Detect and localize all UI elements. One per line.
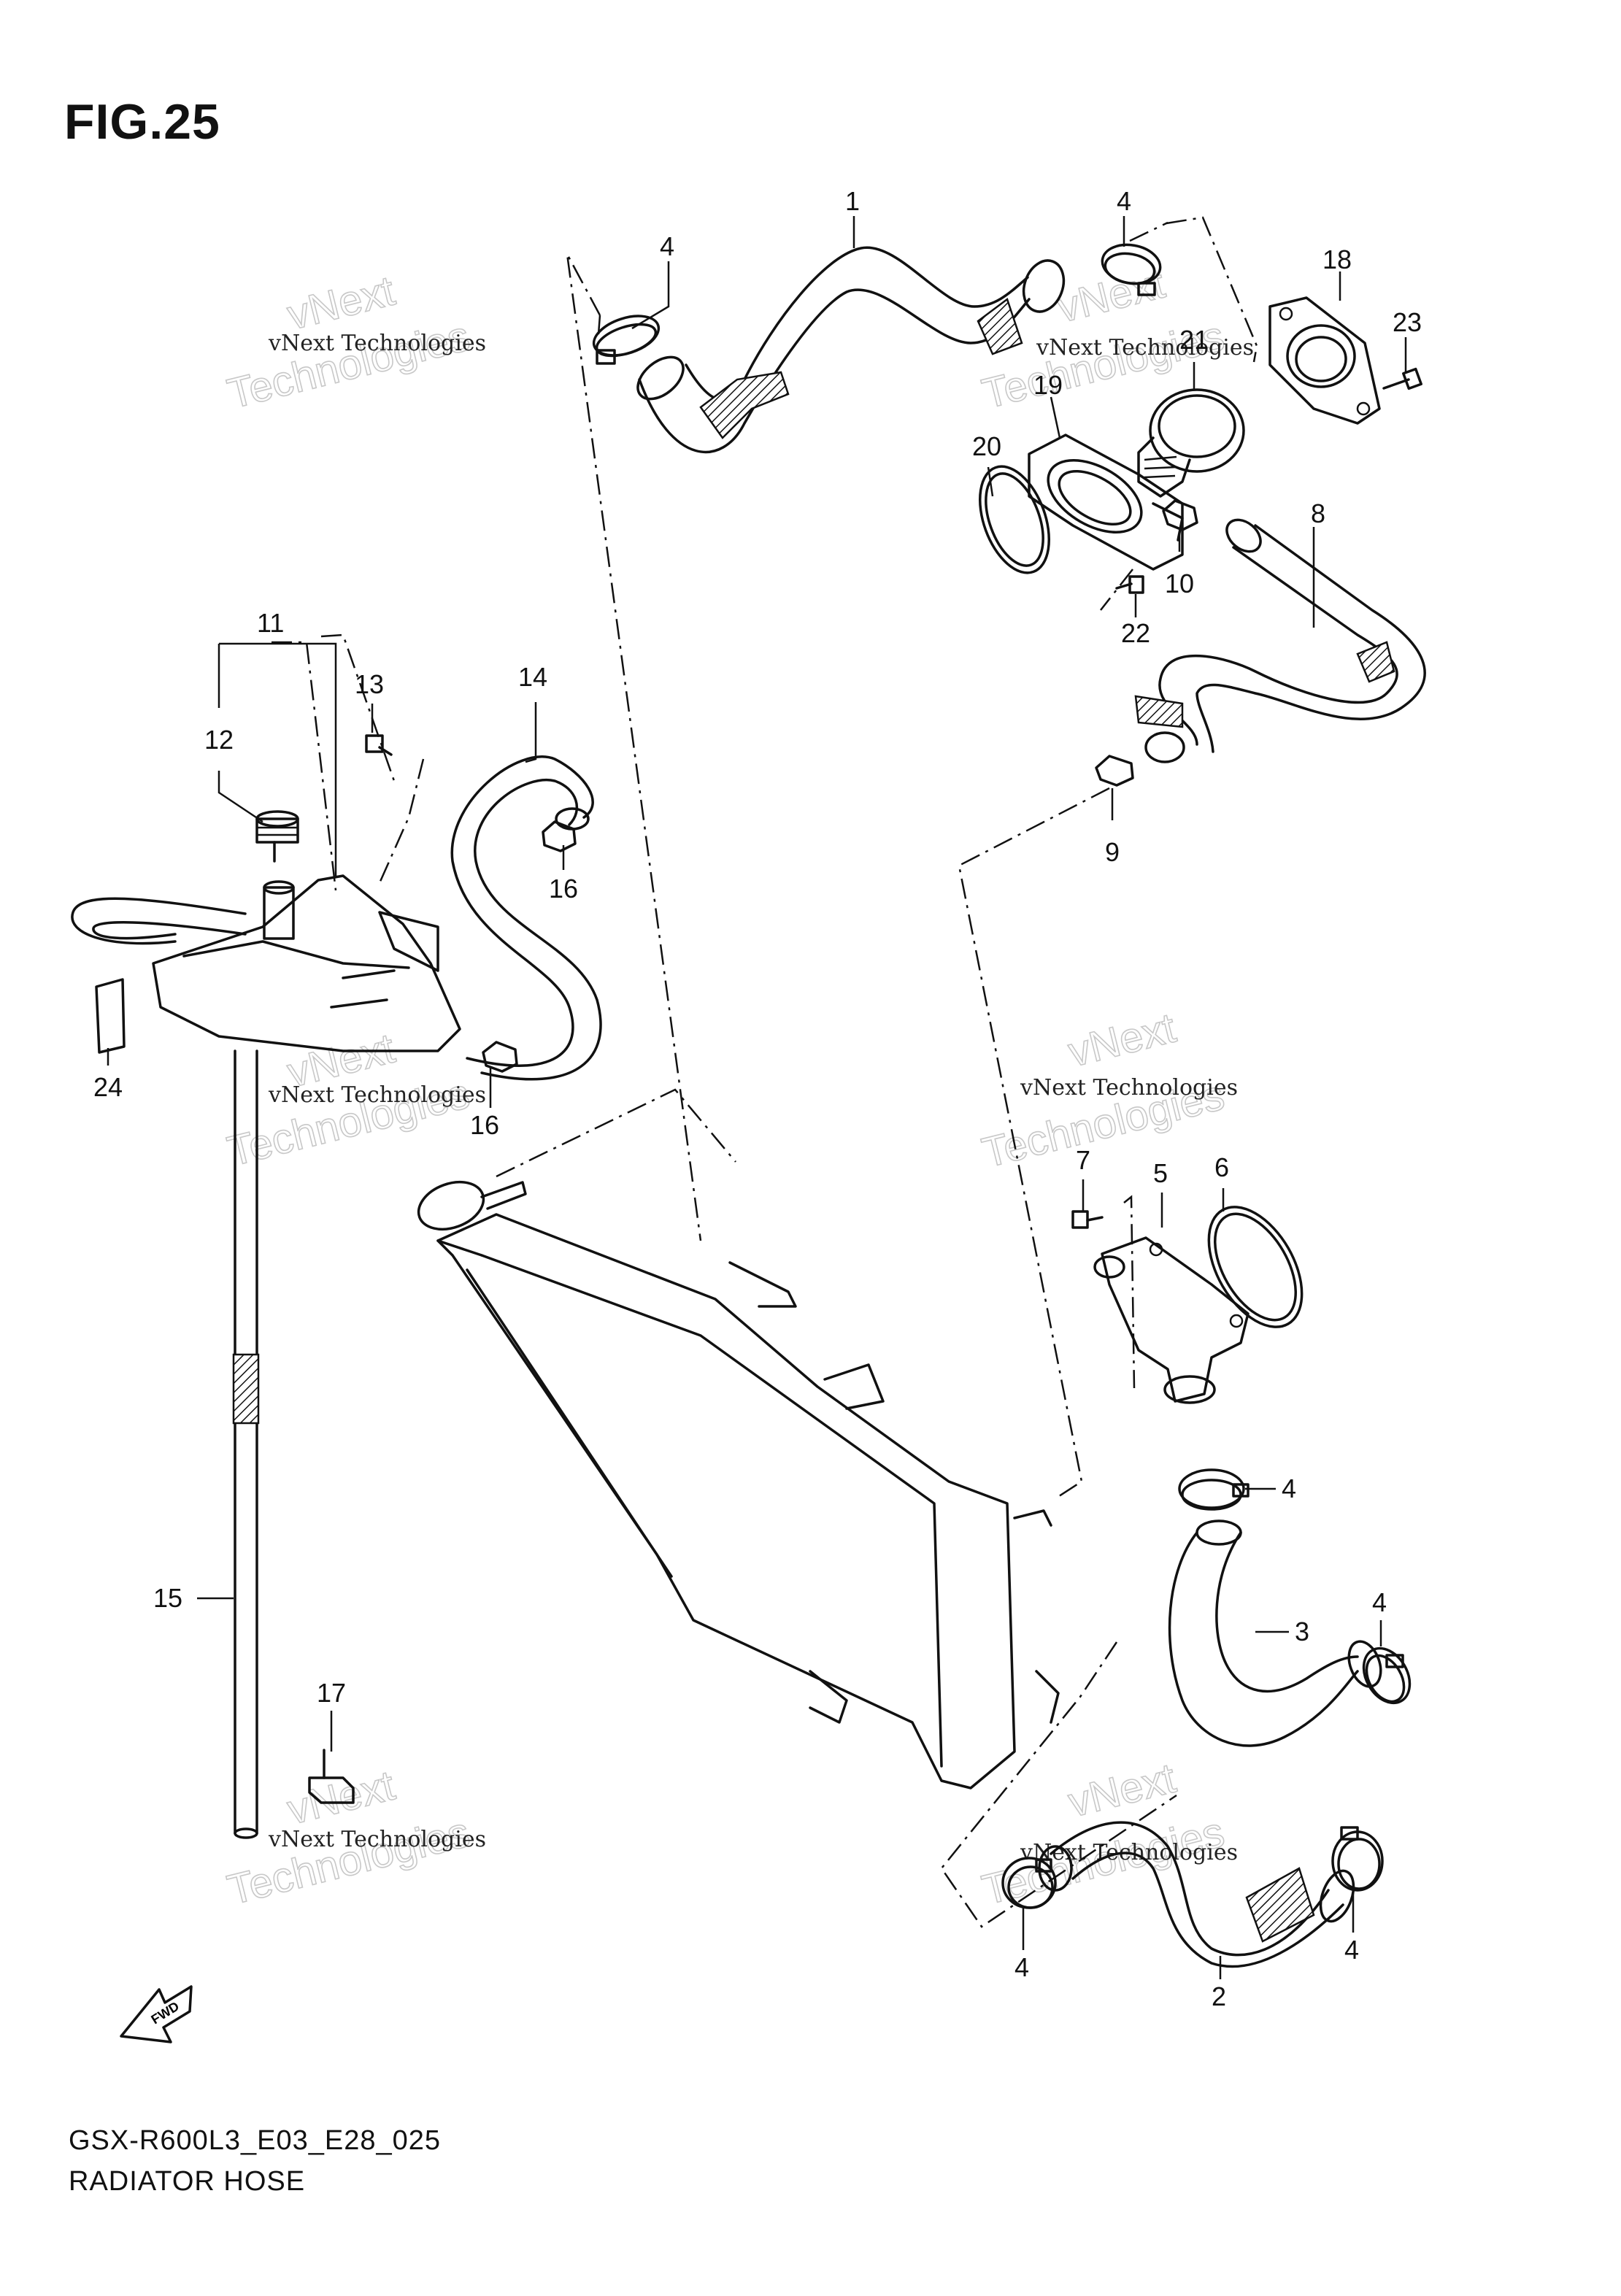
part-4-hose-clamp-mid	[1178, 1468, 1250, 1511]
callout-17: 17	[317, 1678, 346, 1708]
part-15-drain-tube	[232, 1049, 260, 1839]
part-11-reservoir-tank	[152, 874, 461, 1052]
part-1-upper-radiator-hose	[636, 246, 1066, 454]
svg-text:Technologies: Technologies	[223, 1808, 474, 1914]
callout-4: 4	[1117, 186, 1131, 216]
part-18-thermostat-cover	[1268, 296, 1381, 425]
watermark-3: vNext Technologies vNext Technologies	[223, 1024, 486, 1176]
callout-4: 4	[1344, 1935, 1359, 1965]
callout-16: 16	[549, 874, 578, 904]
callout-19: 19	[1033, 370, 1063, 400]
part-10-clip	[1162, 499, 1198, 531]
callout-4: 4	[660, 231, 674, 261]
callout-4: 4	[1372, 1587, 1387, 1617]
callout-leader-lines	[107, 216, 1407, 1979]
part-8-bypass-hose	[1134, 518, 1426, 763]
callout-12: 12	[204, 725, 234, 755]
callout-16: 16	[470, 1110, 499, 1140]
part-16-clamp-lower	[482, 1041, 518, 1073]
part-9-clip	[1095, 755, 1134, 787]
part-4-hose-clamp-lower-right	[1331, 1826, 1384, 1892]
part-4-hose-clamp-right	[1362, 1646, 1412, 1705]
part-7-bolt	[1071, 1210, 1104, 1229]
callout-24: 24	[93, 1072, 123, 1102]
part-13-bolt	[365, 734, 393, 756]
part-4-hose-clamp-lower-left	[1001, 1857, 1057, 1909]
callout-10: 10	[1165, 569, 1194, 598]
radiator-core	[417, 1180, 1060, 1790]
watermark-1: vNext Technologies vNext Technologies	[223, 266, 486, 419]
part-3-lower-radiator-hose	[1168, 1519, 1382, 1747]
part-5-outlet-fitting	[1093, 1236, 1250, 1404]
fwd-direction-arrow: FWD	[120, 1985, 193, 2043]
callout-7: 7	[1076, 1145, 1090, 1175]
callout-13: 13	[355, 669, 384, 699]
svg-text:vNext: vNext	[1063, 1004, 1180, 1076]
callout-labels: 1 4 4 18 23 21 19 20 8 10 22 9 11 12 13 …	[93, 186, 1422, 2011]
part-12-reservoir-cap	[255, 810, 299, 863]
part-6-o-ring	[1207, 1206, 1304, 1328]
svg-text:vNext: vNext	[282, 1762, 399, 1834]
svg-text:vNext Technologies: vNext Technologies	[268, 1827, 486, 1852]
callout-8: 8	[1311, 498, 1325, 528]
diagram-name-label: RADIATOR HOSE	[69, 2166, 306, 2197]
svg-text:vNext Technologies: vNext Technologies	[268, 331, 486, 356]
part-14-reservoir-hose	[450, 755, 602, 1081]
svg-text:vNext Technologies: vNext Technologies	[1036, 335, 1254, 361]
callout-1: 1	[845, 186, 860, 216]
part-23-bolt	[1382, 367, 1422, 390]
callout-23: 23	[1393, 307, 1422, 337]
part-20-o-ring	[978, 465, 1051, 574]
callout-20: 20	[972, 431, 1001, 461]
callout-9: 9	[1105, 837, 1120, 867]
callout-15: 15	[153, 1583, 182, 1613]
figure-title: FIG.25	[64, 94, 220, 150]
callout-4: 4	[1282, 1473, 1296, 1503]
svg-text:vNext: vNext	[282, 267, 399, 339]
part-17-tube-clip	[308, 1749, 355, 1804]
part-22-bolt	[1115, 575, 1144, 594]
svg-text:vNext: vNext	[1063, 1754, 1180, 1827]
assembly-reference-lines	[272, 216, 1258, 1928]
callout-6: 6	[1214, 1152, 1229, 1182]
callout-11: 11	[257, 608, 284, 638]
part-16-clamp-upper	[542, 820, 577, 852]
part-24-label-plate	[95, 978, 126, 1054]
model-code-label: GSX-R600L3_E03_E28_025	[69, 2125, 442, 2156]
watermark-4: vNext Technologies vNext Technologies	[977, 1003, 1238, 1178]
callout-5: 5	[1153, 1158, 1168, 1188]
callout-2: 2	[1212, 1981, 1226, 2011]
part-19-thermostat-case	[1028, 434, 1184, 571]
callout-21: 21	[1179, 325, 1209, 355]
callout-22: 22	[1121, 618, 1150, 648]
part-4-hose-clamp-upper-left	[592, 315, 661, 365]
watermark-5: vNext Technologies vNext Technologies	[223, 1761, 486, 1915]
callout-4: 4	[1014, 1952, 1029, 1982]
svg-text:vNext Technologies: vNext Technologies	[1020, 1075, 1238, 1101]
svg-text:Technologies: Technologies	[223, 312, 474, 418]
part-reservoir-overflow-loop	[71, 897, 247, 945]
callout-3: 3	[1295, 1617, 1309, 1646]
svg-text:vNext Technologies: vNext Technologies	[268, 1082, 486, 1108]
part-2-lower-hose	[1038, 1821, 1355, 1968]
part-4-hose-clamp-upper-right	[1101, 243, 1162, 296]
watermark-6: vNext Technologies vNext Technologies	[977, 1754, 1238, 1915]
callout-14: 14	[518, 662, 547, 692]
part-21-thermostat	[1137, 388, 1245, 498]
callout-18: 18	[1322, 244, 1352, 274]
